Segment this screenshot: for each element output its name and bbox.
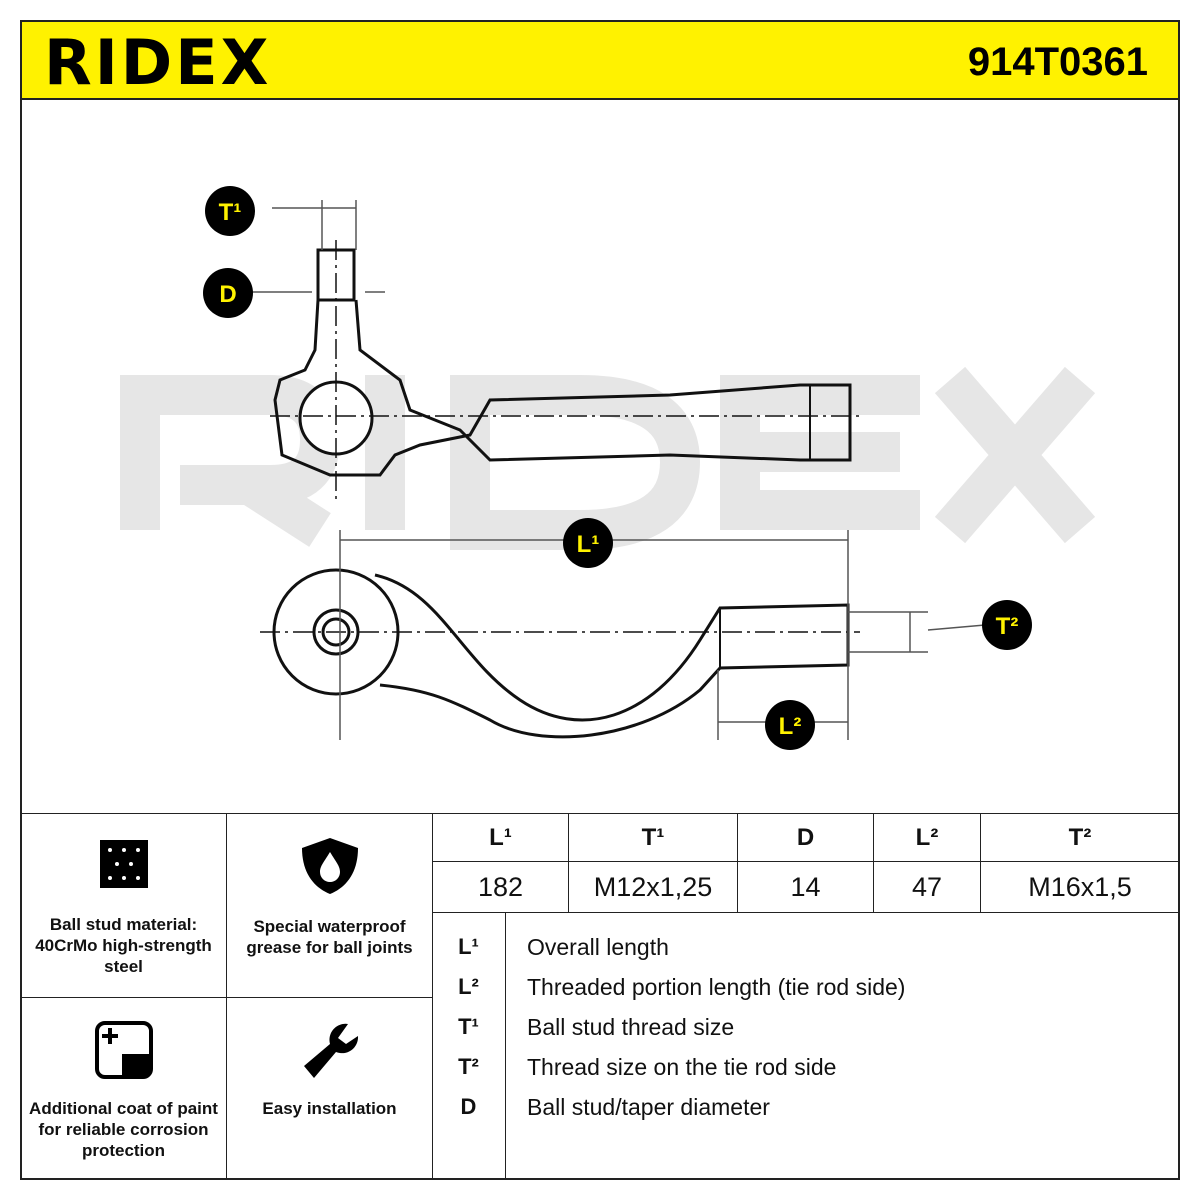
legend-desc: Ball stud thread size	[527, 1013, 735, 1040]
shield-drop-icon	[301, 838, 358, 894]
paint-layer-icon	[94, 1021, 153, 1079]
legend-desc: Thread size on the tie rod side	[527, 1053, 837, 1080]
label-d: D	[219, 281, 236, 308]
top-view	[260, 568, 860, 739]
spec-value-l1: 182	[432, 861, 569, 913]
label-t1: T¹	[219, 199, 242, 226]
wrench-icon	[303, 1023, 358, 1078]
feature-material: Ball stud material: 40CrMo high-strength…	[20, 813, 227, 998]
spec-value-d: 14	[737, 861, 874, 913]
legend-desc: Overall length	[527, 933, 669, 960]
legend-row: D Ball stud/taper diameter	[432, 1087, 1180, 1127]
legend-desc: Threaded portion length (tie rod side)	[527, 973, 906, 1000]
watermark-logo	[120, 366, 1096, 550]
feature-text: Easy installation	[262, 1099, 397, 1118]
spec-value-t2: M16x1,5	[980, 861, 1180, 913]
header: RIDEX 914T0361	[20, 20, 1180, 100]
spec-header-l1: L¹	[432, 813, 569, 862]
brand-logo: RIDEX	[44, 26, 272, 99]
steel-mesh-icon	[99, 840, 148, 888]
feature-paint: Additional coat of paint for reliable co…	[20, 997, 227, 1180]
side-view	[270, 240, 860, 500]
part-number: 914T0361	[967, 40, 1148, 84]
legend-row: T¹ Ball stud thread size	[432, 1007, 1180, 1047]
feature-text: Special waterproof grease for ball joint…	[246, 917, 413, 957]
legend-key: T¹	[458, 1014, 479, 1039]
legend-key: D	[460, 1094, 477, 1119]
spec-value-l2: 47	[873, 861, 981, 913]
legend-key: L²	[458, 974, 479, 999]
spec-header-t1: T¹	[568, 813, 738, 862]
label-l1: L¹	[577, 531, 600, 558]
legend-divider	[505, 912, 506, 1180]
feature-text: Additional coat of paint for reliable co…	[29, 1099, 218, 1160]
legend-row: L² Threaded portion length (tie rod side)	[432, 967, 1180, 1007]
feature-installation: Easy installation	[226, 997, 433, 1180]
legend-key: T²	[458, 1054, 479, 1079]
dimension-badges: T¹ D L¹ L² T²	[203, 186, 1032, 750]
spec-header-l2: L²	[873, 813, 981, 862]
legend-key: L¹	[458, 934, 479, 959]
spec-header-d: D	[737, 813, 874, 862]
label-l2: L²	[779, 713, 802, 740]
legend-desc: Ball stud/taper diameter	[527, 1093, 770, 1120]
feature-grease: Special waterproof grease for ball joint…	[226, 813, 433, 998]
spec-value-t1: M12x1,25	[568, 861, 738, 913]
label-t2: T²	[996, 613, 1019, 640]
legend-row: T² Thread size on the tie rod side	[432, 1047, 1180, 1087]
feature-text: Ball stud material: 40CrMo high-strength…	[35, 915, 212, 976]
spec-header-t2: T²	[980, 813, 1180, 862]
legend-row: L¹ Overall length	[432, 927, 1180, 967]
technical-drawing: T¹ D L¹ L² T²	[20, 100, 1180, 813]
